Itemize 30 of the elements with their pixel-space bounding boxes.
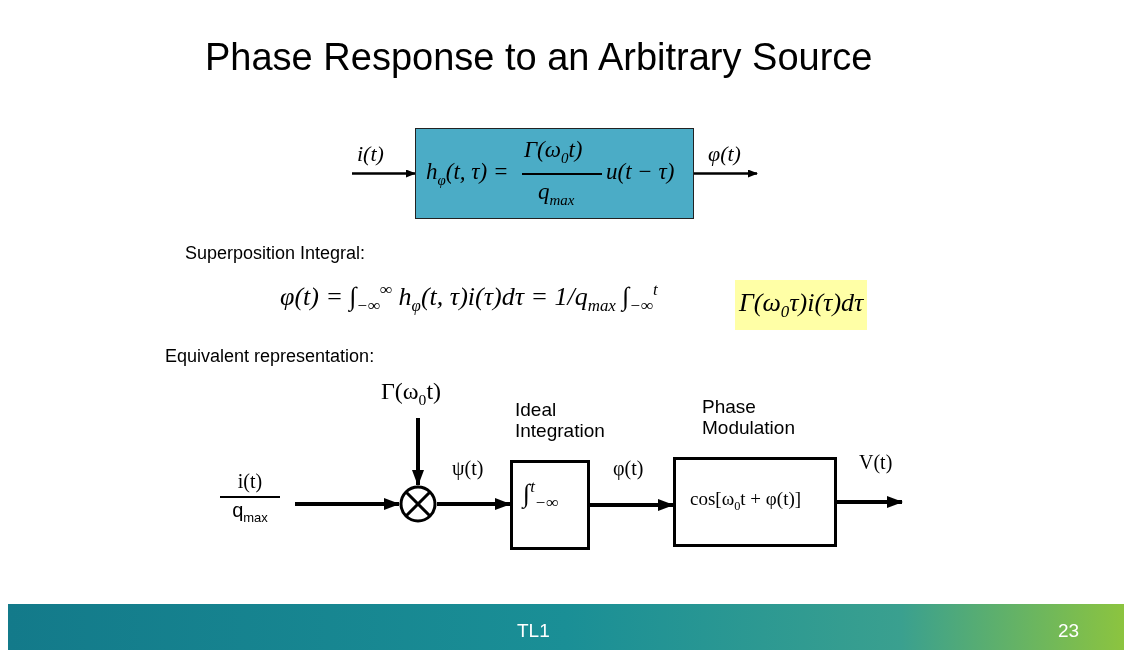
edge-label: i(t) (357, 143, 384, 165)
expression-text: i(t) (236, 470, 264, 493)
edge-label: φ(t) (708, 143, 741, 165)
process-box (415, 128, 694, 219)
edge-label: φ(t) (613, 458, 644, 478)
arrow (837, 496, 903, 508)
expression-text: Γ(ω$_{0}$t) (379, 378, 443, 409)
formula-text: q$_{max}$ (538, 179, 575, 209)
arrow (590, 499, 674, 511)
slide-title: Phase Response to an Arbitrary Source (205, 36, 873, 79)
formula-text: Γ(ω$_{0}$t) (524, 137, 583, 167)
multiplier-symbol (399, 485, 437, 523)
expression-text: cos[ω$_{0}$t + φ(t)] (690, 488, 802, 514)
equation-highlight: Γ(ω$_{0}$τ)i(τ)dτ (735, 280, 868, 331)
footer-text: TL1 (517, 620, 550, 642)
caption-text: Equivalent representation: (165, 346, 375, 367)
expression-text: q$_{max}$ (231, 499, 269, 525)
arrow (412, 418, 424, 486)
edge-label: ψ(t) (452, 458, 484, 478)
arrow (352, 169, 416, 178)
arrow (437, 498, 511, 510)
block-caption: Phase Modulation (702, 396, 796, 438)
arrow (295, 498, 400, 510)
edge-label: V(t) (859, 452, 893, 472)
page-number: 23 (1058, 620, 1080, 642)
formula-text: u(t − τ) (606, 159, 675, 185)
block-caption: Ideal Integration (515, 399, 606, 441)
formula-text: h$_{φ}$(t, τ) = (426, 159, 509, 189)
arrow (694, 169, 758, 178)
caption-text: Superposition Integral: (185, 243, 366, 264)
